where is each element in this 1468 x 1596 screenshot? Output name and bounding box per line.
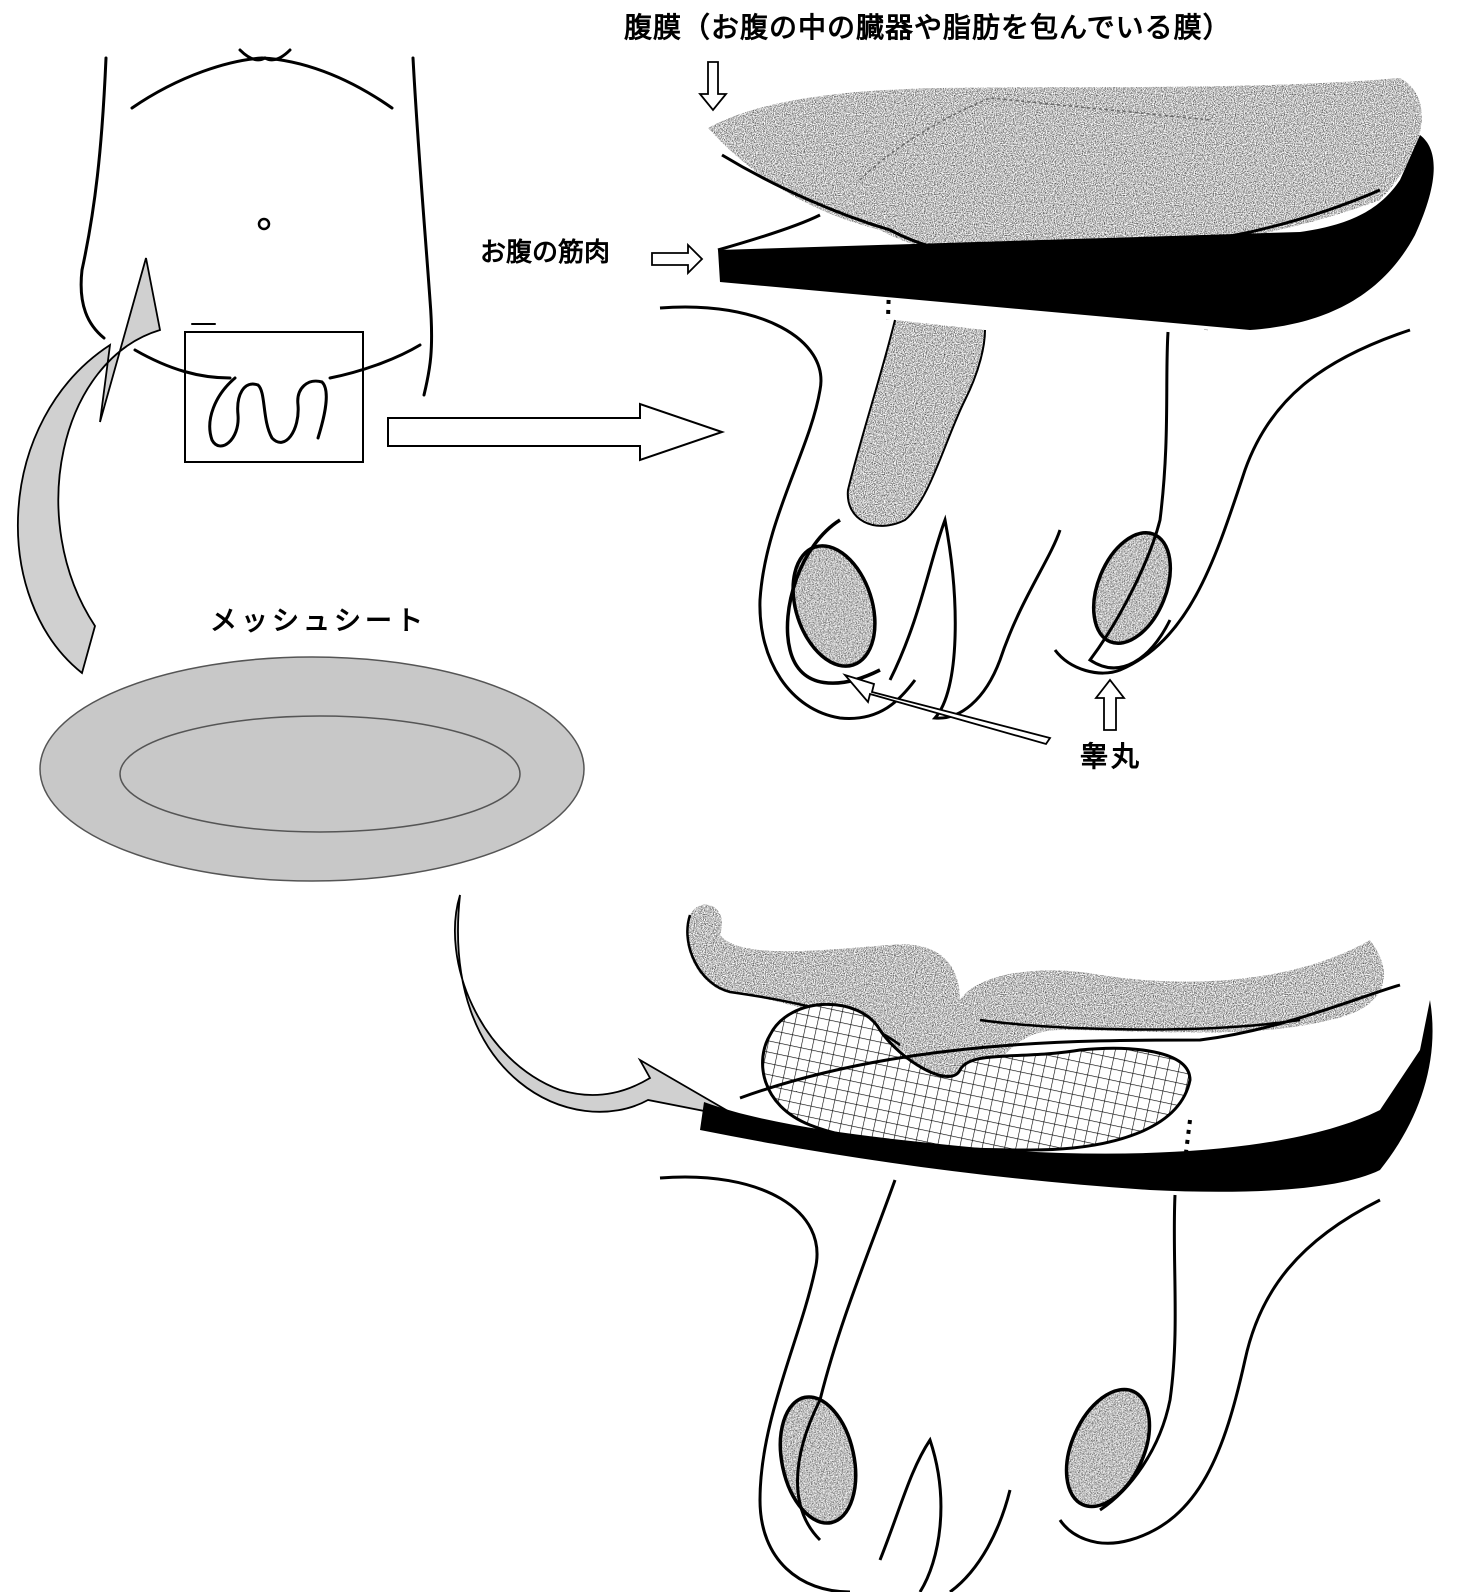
testis-pointer-left-icon [845,675,1050,744]
peritoneum-pointer-icon [700,62,726,110]
scrotum-outer-left-repair [660,1177,850,1592]
testis-right-repair [1050,1377,1166,1520]
testis-label: 睾丸 [1080,743,1142,771]
mesh-sheet [40,657,584,881]
zoom-box [185,332,363,462]
testis-pointer-right-icon [1096,680,1124,730]
rib-line [132,58,392,108]
hernia-section [660,78,1434,718]
muscle-top-line [718,215,820,250]
peritoneum-label: 腹膜（お腹の中の臓器や脂肪を包んでいる膜） [624,14,1232,42]
muscle-pointer-icon [652,245,702,273]
abdominal-muscle-label: お腹の筋肉 [480,240,610,266]
groin-line-right [330,345,420,378]
scrotum-middle-repair [880,1440,1010,1592]
abdomen-left-side [81,58,106,338]
testis-left-repair [769,1390,866,1530]
genitals-outline [210,378,327,446]
flow-arrow [388,404,722,460]
mesh-sheet-inner [120,716,520,832]
mesh-sheet-label: メッシュシート [210,608,427,635]
groin-line-left [135,350,230,378]
abdomen-right-side [413,58,432,395]
navel [259,219,269,229]
abdomen-figure [81,50,431,462]
scrotum-middle [890,520,1060,718]
repair-section [660,905,1433,1592]
hernia-sac [848,320,985,526]
